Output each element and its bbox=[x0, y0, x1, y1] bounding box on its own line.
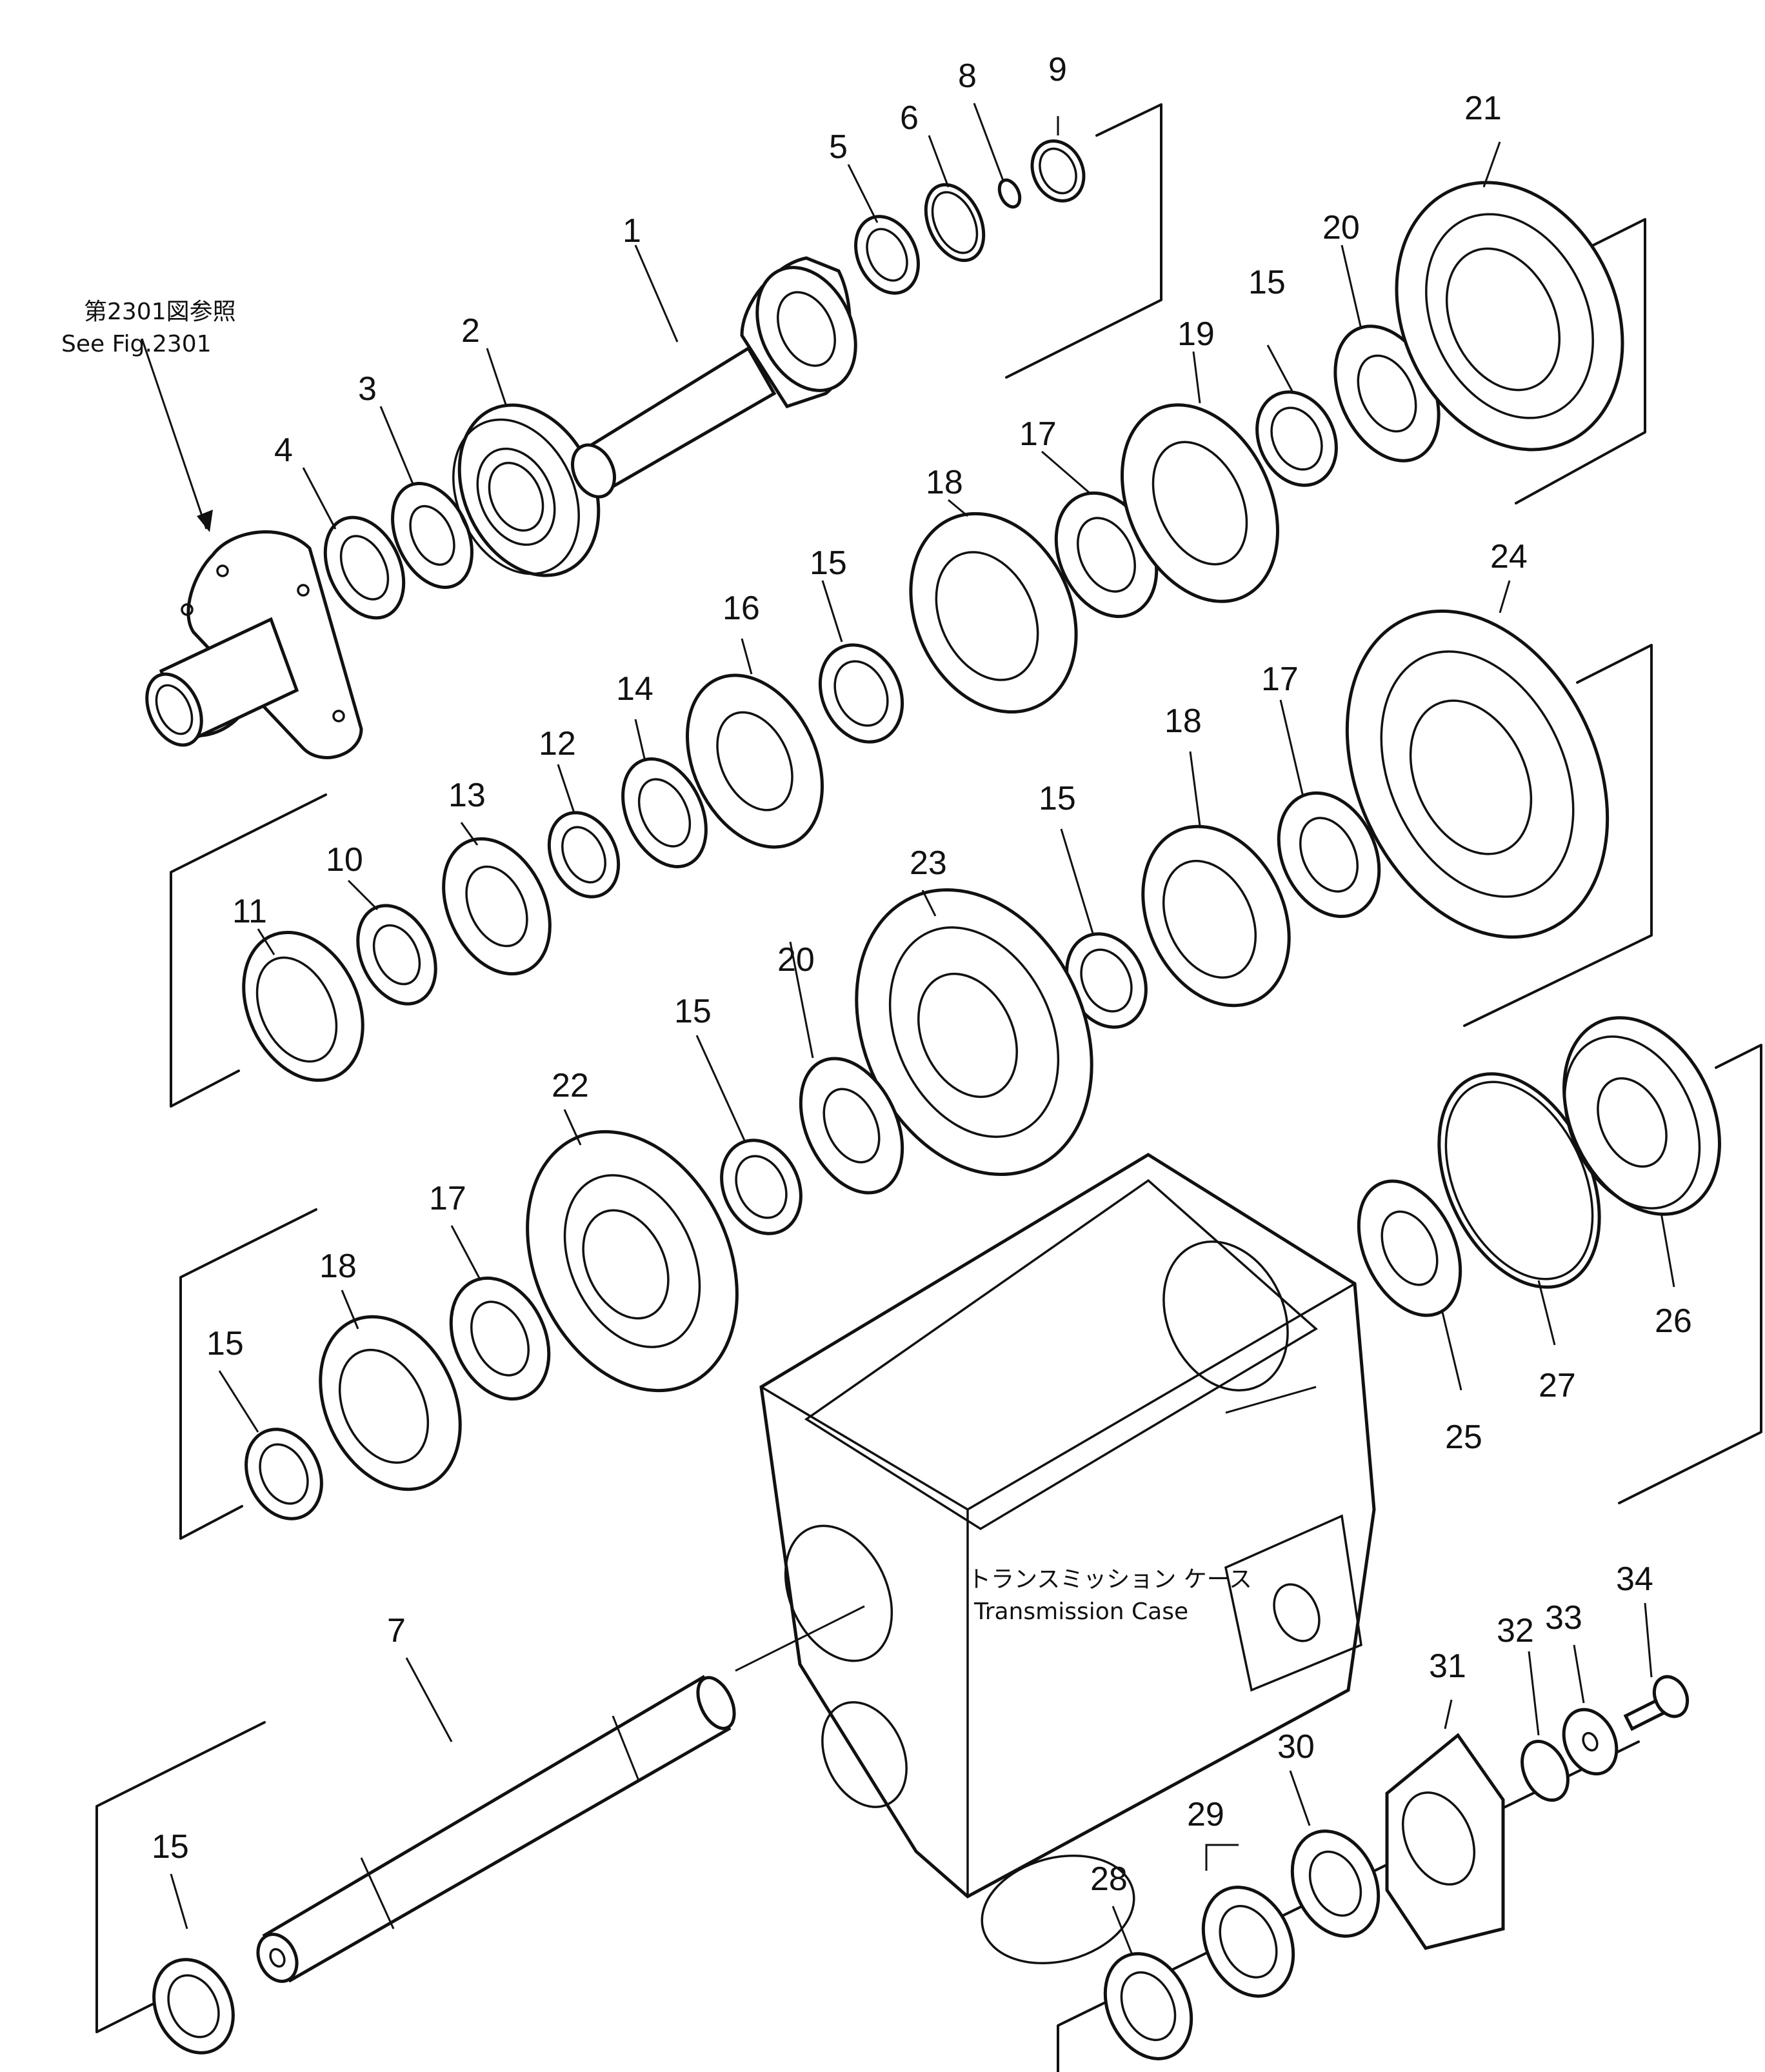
callout-12: 12 bbox=[539, 725, 576, 762]
callout-29: 29 bbox=[1187, 1796, 1224, 1833]
part-15f-needle-bearing bbox=[152, 1958, 235, 2055]
leader-lines bbox=[141, 103, 1675, 1955]
part-22-gear bbox=[526, 1130, 739, 1393]
callout-15-low: 15 bbox=[206, 1325, 244, 1362]
transmission-case bbox=[735, 1153, 1376, 1965]
callout-23: 23 bbox=[910, 844, 947, 882]
callout-10: 10 bbox=[326, 841, 363, 879]
part-5-needle-bearing bbox=[854, 215, 920, 295]
part-21-gear bbox=[1395, 181, 1624, 452]
part-1-input-shaft bbox=[571, 256, 857, 499]
part-14-bearing bbox=[621, 757, 708, 868]
assembly-brackets bbox=[95, 103, 1762, 2072]
callout-33: 33 bbox=[1545, 1599, 1582, 1637]
callout-15-mid: 15 bbox=[810, 544, 847, 582]
reference-note-en: See Fig.2301 bbox=[61, 331, 212, 357]
part-7-main-shaft bbox=[256, 1675, 736, 1983]
part-15c-needle-bearing bbox=[1065, 932, 1148, 1029]
part-18b-sleeve bbox=[1141, 824, 1291, 1008]
callout-3: 3 bbox=[358, 370, 377, 408]
callout-22: 22 bbox=[552, 1067, 589, 1104]
part-18a-sleeve bbox=[909, 512, 1078, 714]
callout-2: 2 bbox=[461, 312, 480, 350]
callout-6: 6 bbox=[900, 99, 919, 137]
callout-15-bottom: 15 bbox=[152, 1828, 189, 1866]
part-33-washer bbox=[1562, 1708, 1619, 1776]
part-32-o-ring bbox=[1521, 1739, 1570, 1802]
part-4-cover-flange bbox=[145, 530, 363, 759]
part-28-seal bbox=[1103, 1952, 1193, 2060]
callout-18-top: 18 bbox=[926, 464, 963, 501]
callout-7: 7 bbox=[387, 1612, 406, 1649]
callout-11: 11 bbox=[232, 893, 267, 930]
callout-24: 24 bbox=[1490, 538, 1528, 575]
part-18c-sleeve bbox=[319, 1315, 462, 1491]
part-25-washer bbox=[1357, 1179, 1462, 1317]
callout-30: 30 bbox=[1277, 1728, 1315, 1766]
part-20b-thrust-washer bbox=[799, 1057, 904, 1195]
part-17b-gear-hub bbox=[1277, 791, 1381, 919]
part-4-washer bbox=[323, 515, 406, 620]
callout-13: 13 bbox=[448, 777, 486, 814]
part-16-gear bbox=[686, 673, 824, 849]
callout-20-top: 20 bbox=[1322, 209, 1360, 246]
callout-9: 9 bbox=[1048, 51, 1067, 88]
part-15d-needle-bearing bbox=[720, 1139, 803, 1235]
callout-14: 14 bbox=[616, 670, 653, 708]
part-6-snap-ring bbox=[924, 183, 986, 263]
case-label-ja: トランスミッション ケース bbox=[968, 1566, 1252, 1593]
callout-17-top: 17 bbox=[1019, 415, 1057, 453]
callout-15-row3: 15 bbox=[674, 993, 712, 1030]
case-label-en: Transmission Case bbox=[973, 1599, 1188, 1625]
callout-1: 1 bbox=[623, 212, 641, 250]
part-34-bolt bbox=[1623, 1675, 1690, 1731]
reference-note-ja: 第2301図参照 bbox=[84, 299, 236, 325]
callout-18-low: 18 bbox=[319, 1248, 357, 1285]
callout-17-mid: 17 bbox=[1261, 661, 1299, 698]
part-31-yoke-flange bbox=[1385, 1733, 1505, 1950]
callout-15-top: 15 bbox=[1248, 264, 1286, 301]
callout-26: 26 bbox=[1655, 1302, 1692, 1340]
callout-34: 34 bbox=[1616, 1560, 1653, 1598]
callout-31: 31 bbox=[1429, 1648, 1466, 1685]
callout-25: 25 bbox=[1445, 1419, 1482, 1456]
part-8-spring bbox=[997, 178, 1022, 209]
part-19-gear bbox=[1121, 403, 1279, 603]
part-29-bearing bbox=[1201, 1886, 1295, 1998]
part-24-gear bbox=[1345, 609, 1610, 939]
callout-labels: 1 2 3 4 5 6 8 9 20 21 15 19 17 18 15 16 … bbox=[152, 51, 1692, 1898]
callout-27: 27 bbox=[1539, 1367, 1576, 1404]
part-12-needle-bearing bbox=[547, 811, 621, 899]
callout-18-mid: 18 bbox=[1164, 702, 1202, 740]
callout-20-mid: 20 bbox=[777, 941, 815, 979]
part-26-ball-bearing bbox=[1562, 1016, 1721, 1216]
callout-21: 21 bbox=[1464, 90, 1502, 127]
callout-17-low: 17 bbox=[429, 1180, 466, 1217]
part-3-washer bbox=[391, 482, 474, 589]
part-17c-gear-hub bbox=[449, 1276, 551, 1401]
part-15b-needle-bearing bbox=[818, 643, 904, 744]
callout-8: 8 bbox=[958, 57, 977, 95]
part-11-sleeve bbox=[242, 930, 364, 1082]
callout-32: 32 bbox=[1497, 1612, 1534, 1649]
case-label: トランスミッション ケース Transmission Case bbox=[968, 1566, 1252, 1625]
part-2-bearing bbox=[452, 403, 601, 577]
reference-note: 第2301図参照 See Fig.2301 bbox=[61, 299, 236, 357]
part-30-seal bbox=[1290, 1829, 1381, 1938]
callout-15-right: 15 bbox=[1039, 780, 1076, 817]
callout-28: 28 bbox=[1090, 1860, 1128, 1898]
part-15a-needle-bearing bbox=[1255, 390, 1338, 487]
part-13-gear bbox=[442, 837, 552, 976]
part-9-synchro-ring bbox=[1030, 139, 1086, 203]
callout-19: 19 bbox=[1177, 315, 1215, 353]
part-15e-needle-bearing bbox=[244, 1428, 323, 1520]
callout-16: 16 bbox=[723, 590, 760, 627]
callout-4: 4 bbox=[274, 432, 293, 469]
callout-5: 5 bbox=[829, 128, 848, 166]
